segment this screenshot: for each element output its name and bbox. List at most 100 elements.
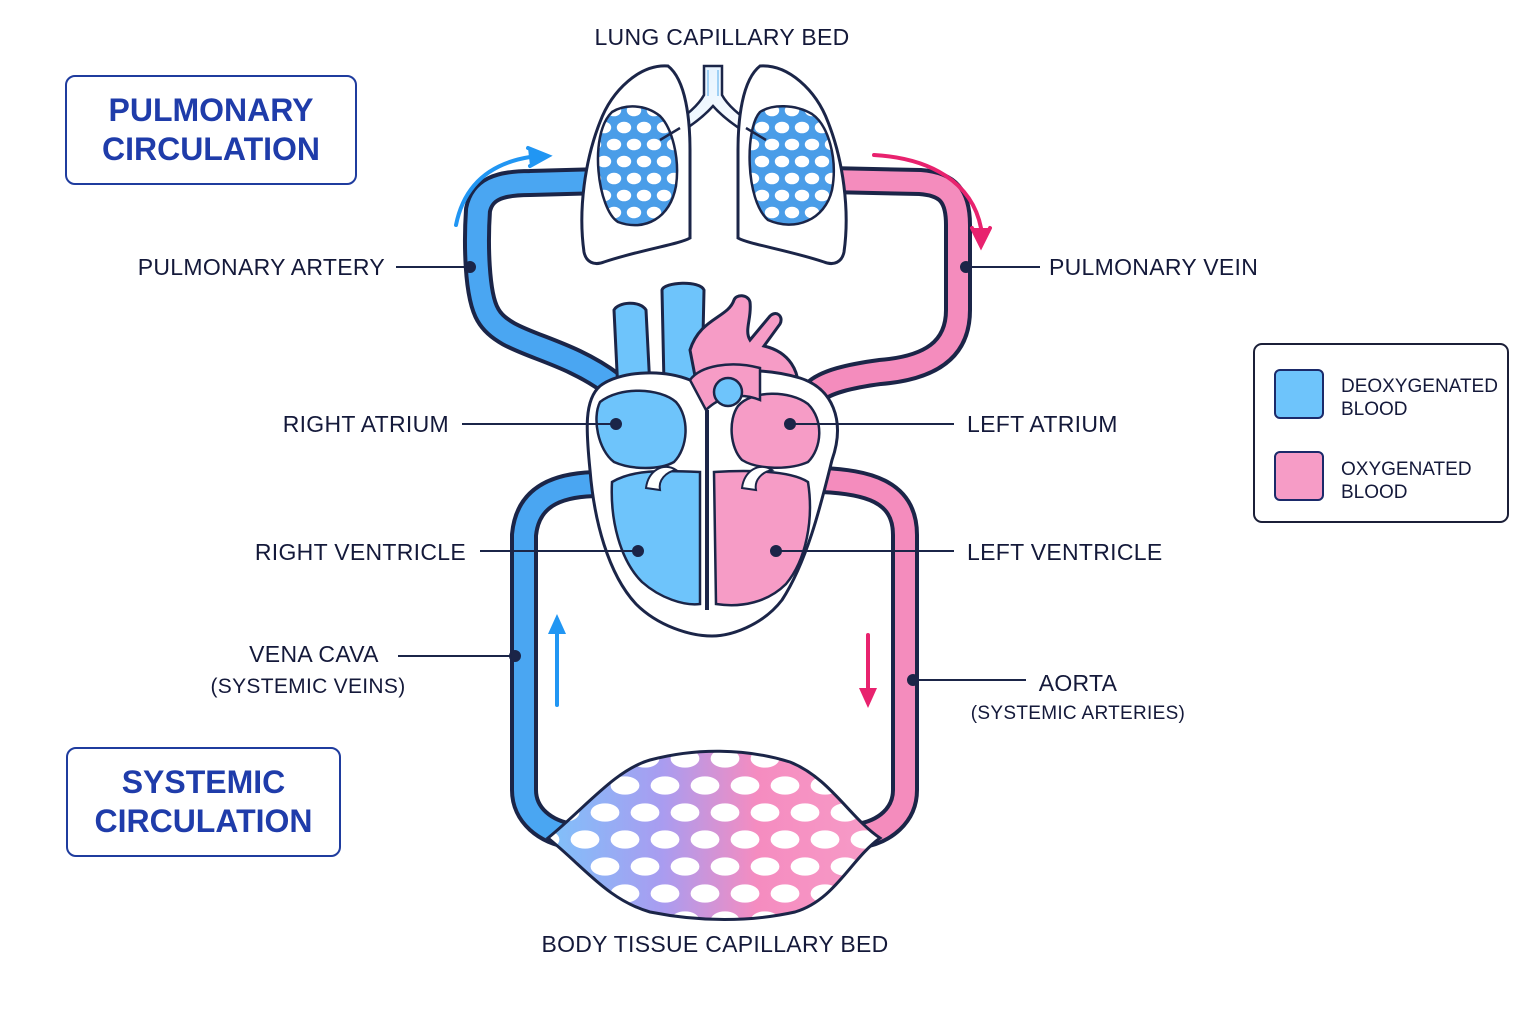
capillary-cell	[754, 189, 770, 202]
capillary-cell	[764, 172, 780, 185]
pulmonary-circulation-title: PULMONARY CIRCULATION	[65, 75, 357, 185]
capillary-cell	[570, 884, 600, 903]
capillary-cell	[770, 884, 800, 903]
capillary-cell	[511, 857, 540, 875]
capillary-cell	[690, 830, 720, 849]
aorta-label: AORTA	[1038, 670, 1118, 696]
vena-cava-vessel	[510, 470, 614, 850]
capillary-cell	[630, 857, 660, 876]
capillary-cell	[606, 172, 622, 185]
flow-arrow-pulmonary-artery	[454, 146, 553, 227]
capillary-cell	[567, 139, 581, 151]
left-ventricle-chamber	[712, 469, 812, 607]
capillary-cell	[774, 121, 790, 134]
capillary-cell	[690, 884, 720, 903]
vena-cava-sublabel: (SYSTEMIC VEINS)	[210, 675, 406, 698]
capillary-cell	[891, 884, 920, 902]
capillary-cell	[577, 122, 591, 134]
legend-swatch-deoxygenated	[1274, 369, 1324, 419]
capillary-cell	[590, 911, 620, 920]
capillary-cell	[550, 911, 580, 920]
capillary-cell	[784, 206, 800, 219]
capillary-cell	[710, 803, 740, 822]
capillary-cell	[626, 206, 642, 219]
capillary-cell	[750, 857, 780, 876]
capillary-cell	[824, 106, 834, 117]
capillary-cell	[650, 776, 680, 795]
capillary-cell	[656, 189, 672, 202]
capillary-cell	[754, 155, 770, 168]
capillary-cell	[845, 139, 859, 151]
capillary-cell	[570, 830, 600, 849]
lungs-illustration	[567, 64, 859, 266]
capillary-cell	[646, 172, 662, 185]
capillary-cell	[710, 751, 740, 768]
capillary-cell	[606, 138, 622, 151]
capillary-cell	[794, 155, 810, 168]
heart-illustration	[585, 281, 839, 638]
left-atrium-chamber	[730, 392, 821, 470]
leader-lines	[396, 261, 1040, 686]
capillary-cell	[730, 884, 760, 903]
legend-label-deoxygenated: DEOXYGENATED BLOOD	[1341, 375, 1498, 421]
capillary-cell	[750, 803, 780, 822]
flow-arrow-vena-cava	[548, 614, 566, 707]
capillary-cell	[710, 911, 740, 920]
capillary-cell	[656, 155, 672, 168]
capillary-cell	[870, 857, 880, 876]
capillary-cell	[670, 857, 700, 876]
pulmonary-vein-label: PULMONARY VEIN	[1049, 254, 1259, 280]
capillary-cell	[597, 106, 602, 117]
pulmonary-artery-label: PULMONARY ARTERY	[137, 254, 385, 280]
capillary-cell	[590, 857, 620, 876]
legend-oxygenated-line1: OXYGENATED	[1341, 459, 1472, 480]
right-atrium-chamber	[595, 389, 687, 470]
capillary-cell	[626, 172, 642, 185]
capillary-cell	[794, 121, 810, 134]
systemic-title-line2: CIRCULATION	[94, 803, 313, 839]
capillary-cell	[590, 803, 620, 822]
legend-swatch-oxygenated	[1274, 451, 1324, 501]
lung-capillary-bed-label: LUNG CAPILLARY BED	[594, 24, 850, 50]
capillary-cell	[830, 751, 860, 768]
right-atrium-label: RIGHT ATRIUM	[282, 411, 449, 437]
capillary-cell	[630, 803, 660, 822]
capillary-cell	[790, 803, 820, 822]
right-ventricle-label: RIGHT VENTRICLE	[254, 539, 466, 565]
capillary-cell	[850, 884, 880, 903]
flow-arrow-aorta	[859, 633, 877, 708]
vena-cava-label: VENA CAVA	[249, 641, 379, 667]
capillary-cell	[570, 776, 600, 795]
capillary-cell	[650, 884, 680, 903]
capillary-cell	[730, 776, 760, 795]
capillary-cell	[784, 138, 800, 151]
capillary-cell	[650, 830, 680, 849]
capillary-cell	[636, 155, 652, 168]
body-capillary-bed	[511, 749, 920, 921]
capillary-cell	[610, 830, 640, 849]
pulmonary-vein-vessel	[801, 166, 972, 406]
capillary-cell	[870, 911, 880, 920]
capillary-cell	[814, 189, 830, 202]
capillary-cell	[830, 911, 860, 920]
capillary-cell	[850, 776, 880, 795]
capillary-cell	[646, 138, 662, 151]
capillary-cell	[814, 155, 830, 168]
capillary-cell	[784, 172, 800, 185]
aorta-sublabel: (SYSTEMIC ARTERIES)	[970, 703, 1186, 724]
flow-arrow-pulmonary-vein	[872, 153, 992, 251]
capillary-cell	[764, 206, 780, 219]
legend: DEOXYGENATED BLOOD OXYGENATED BLOOD	[1253, 343, 1509, 523]
legend-label-oxygenated: OXYGENATED BLOOD	[1341, 458, 1472, 504]
capillary-cell	[670, 803, 700, 822]
capillary-cell	[690, 776, 720, 795]
capillary-cell	[770, 776, 800, 795]
legend-deoxygenated-line1: DEOXYGENATED	[1341, 376, 1498, 397]
capillary-cell	[548, 884, 560, 903]
capillary-cell	[774, 189, 790, 202]
capillary-cell	[790, 911, 820, 920]
capillary-cell	[804, 172, 820, 185]
capillary-cell	[790, 857, 820, 876]
aorta-vessel	[808, 466, 919, 850]
capillary-cell	[770, 830, 800, 849]
